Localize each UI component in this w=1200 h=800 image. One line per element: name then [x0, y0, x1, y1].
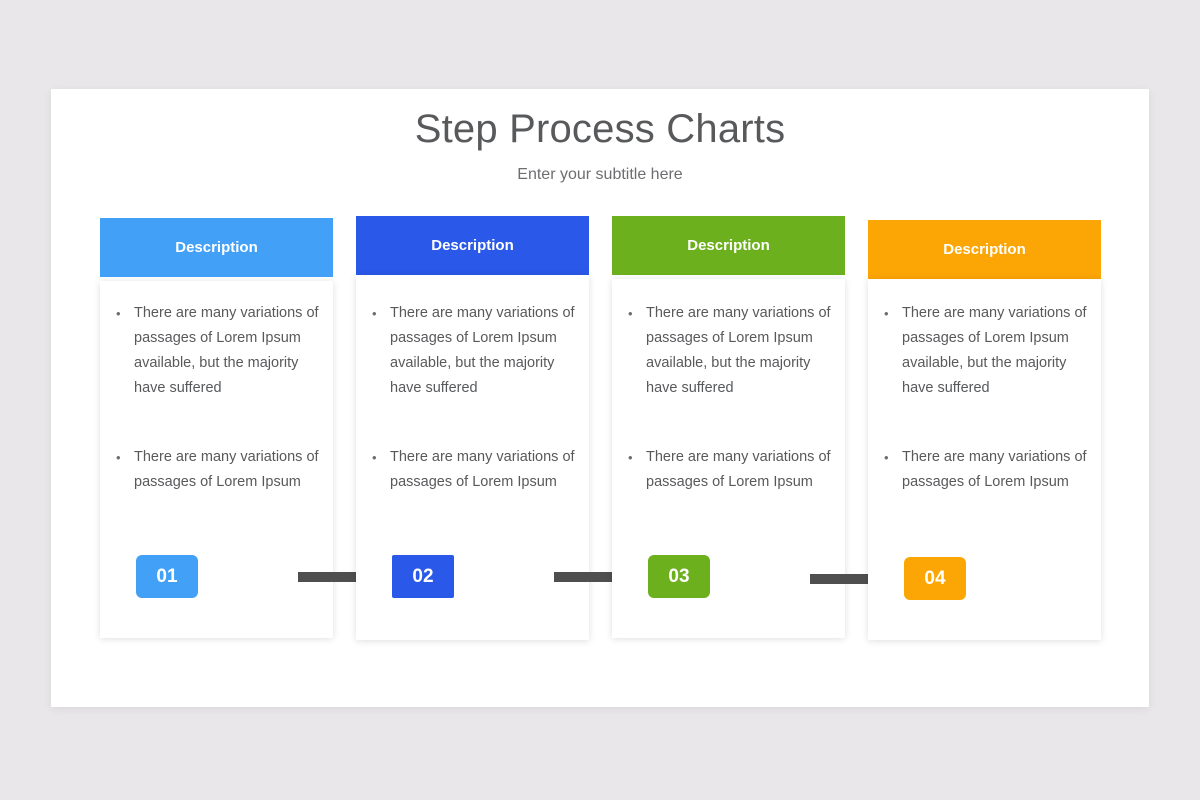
slide-canvas: Step Process Charts Enter your subtitle …	[51, 89, 1149, 707]
list-item: There are many variations of passages of…	[356, 445, 589, 520]
step-header-4[interactable]: Description	[868, 220, 1101, 279]
page-subtitle: Enter your subtitle here	[517, 166, 683, 183]
list-item: There are many variations of passages of…	[612, 301, 845, 401]
list-item: There are many variations of passages of…	[100, 301, 333, 401]
step-header-2[interactable]: Description	[356, 216, 589, 275]
bullet-list: There are many variations of passages of…	[100, 301, 333, 520]
step-header-label: Description	[431, 237, 514, 254]
list-item: There are many variations of passages of…	[356, 301, 589, 401]
bullet-list: There are many variations of passages of…	[612, 301, 845, 520]
list-item: There are many variations of passages of…	[868, 445, 1101, 520]
list-item: There are many variations of passages of…	[868, 301, 1101, 401]
list-item: There are many variations of passages of…	[100, 445, 333, 520]
step-badge-4[interactable]: 04	[904, 557, 966, 600]
step-badge-label: 03	[668, 565, 690, 587]
bullet-list: There are many variations of passages of…	[868, 301, 1101, 520]
step-header-1[interactable]: Description	[100, 218, 333, 277]
step-badge-label: 02	[412, 565, 434, 587]
step-header-3[interactable]: Description	[612, 216, 845, 275]
step-badge-3[interactable]: 03	[648, 555, 710, 598]
step-header-label: Description	[687, 237, 770, 254]
step-badge-label: 04	[924, 567, 946, 589]
step-badge-label: 01	[156, 565, 178, 587]
step-header-label: Description	[943, 241, 1026, 258]
step-badge-1[interactable]: 01	[136, 555, 198, 598]
step-header-label: Description	[175, 239, 258, 256]
step-card-4: There are many variations of passages of…	[868, 279, 1101, 640]
page-title: Step Process Charts	[414, 107, 786, 151]
list-item: There are many variations of passages of…	[612, 445, 845, 520]
step-badge-2[interactable]: 02	[392, 555, 454, 598]
bullet-list: There are many variations of passages of…	[356, 301, 589, 520]
